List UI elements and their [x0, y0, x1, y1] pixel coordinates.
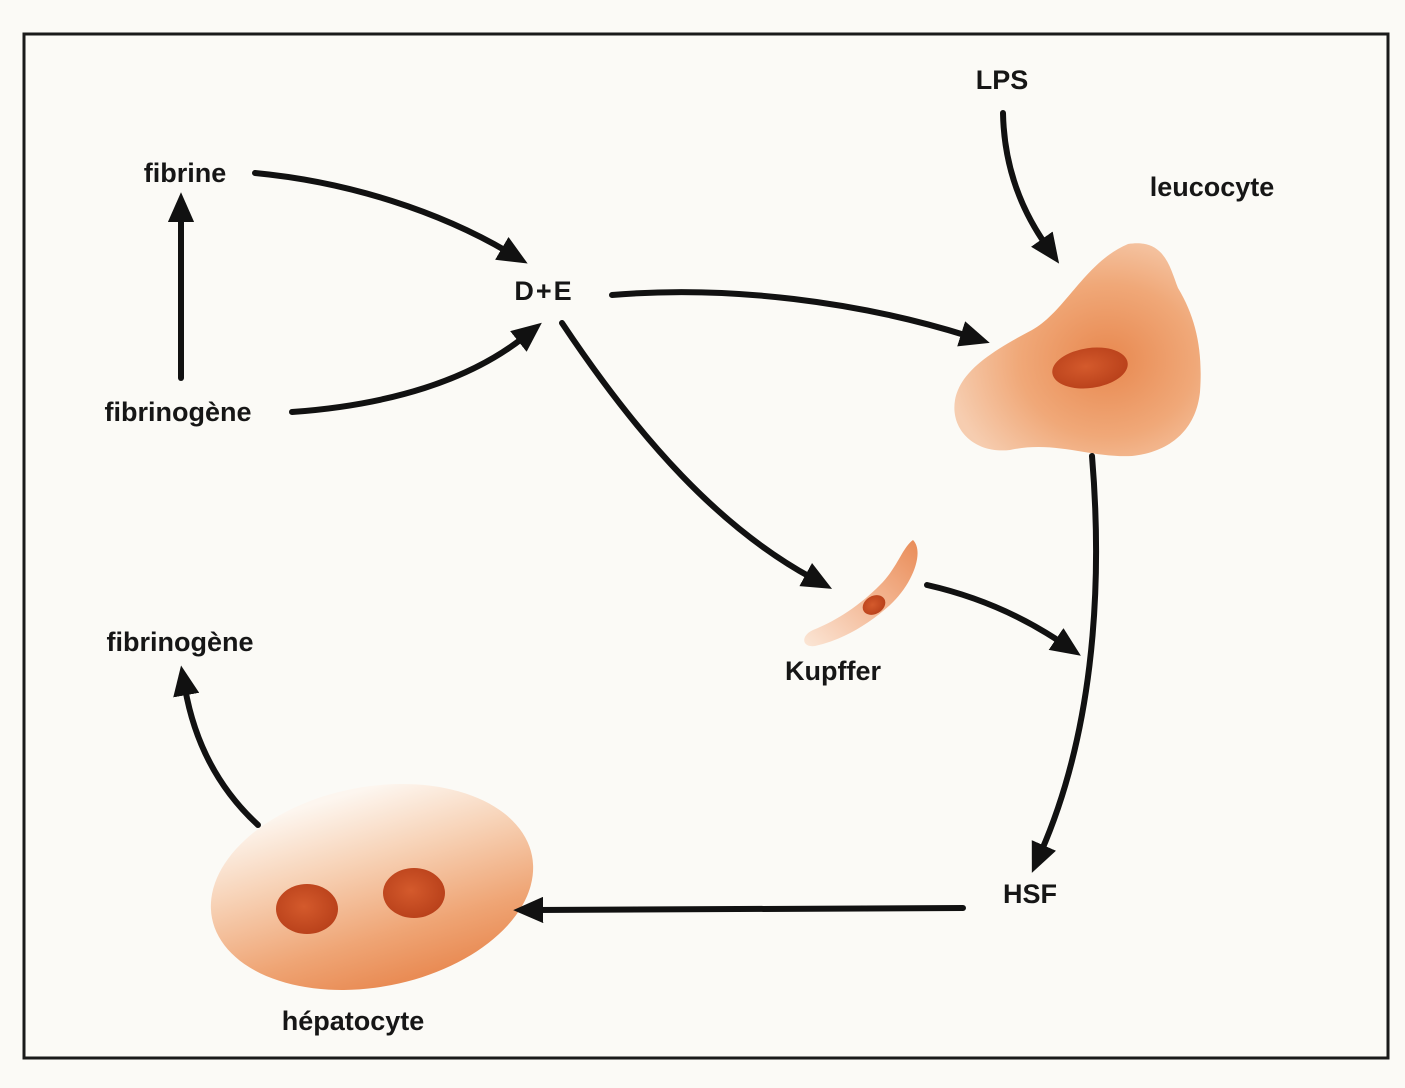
label-d-plus-e: D+E	[514, 276, 573, 306]
label-fibrinogene-top: fibrinogène	[105, 397, 252, 427]
hepatocyte-nucleus-right	[383, 868, 445, 918]
kupffer-cell	[804, 540, 918, 647]
arrow-d-plus-e-to-leucocyte	[609, 289, 990, 347]
arrow-fibrinogene-to-d-plus-e	[289, 322, 542, 415]
hepatocyte-cell	[210, 784, 534, 990]
arrow-leucocyte-to-hsf	[1031, 453, 1100, 873]
label-fibrinogene-bottom: fibrinogène	[107, 627, 254, 657]
label-hsf: HSF	[1003, 879, 1057, 909]
leucocyte-cell	[954, 243, 1201, 457]
arrows	[167, 110, 1100, 924]
label-kupffer: Kupffer	[785, 656, 881, 686]
kupffer-nucleus	[862, 595, 886, 615]
label-hepatocyte: hépatocyte	[282, 1006, 425, 1036]
arrow-hsf-to-hepatocyte	[513, 896, 966, 924]
leucocyte-nucleus	[1052, 347, 1128, 389]
diagram-frame	[22, 32, 1390, 1060]
arrow-d-plus-e-to-kupffer	[559, 320, 833, 589]
label-lps: LPS	[976, 65, 1029, 95]
label-leucocyte: leucocyte	[1150, 172, 1275, 202]
arrow-fibrine-to-d-plus-e	[252, 170, 528, 264]
hepatocyte-nucleus-left	[276, 884, 338, 934]
arrow-kupffer-to-hsf	[924, 582, 1081, 656]
arrow-hepatocyte-to-fibrinogene	[173, 665, 261, 828]
arrow-lps-to-leucocyte	[1000, 110, 1060, 264]
label-fibrine: fibrine	[144, 158, 227, 188]
labels: fibrine fibrinogène D+E LPS leucocyte Ku…	[105, 65, 1275, 1036]
